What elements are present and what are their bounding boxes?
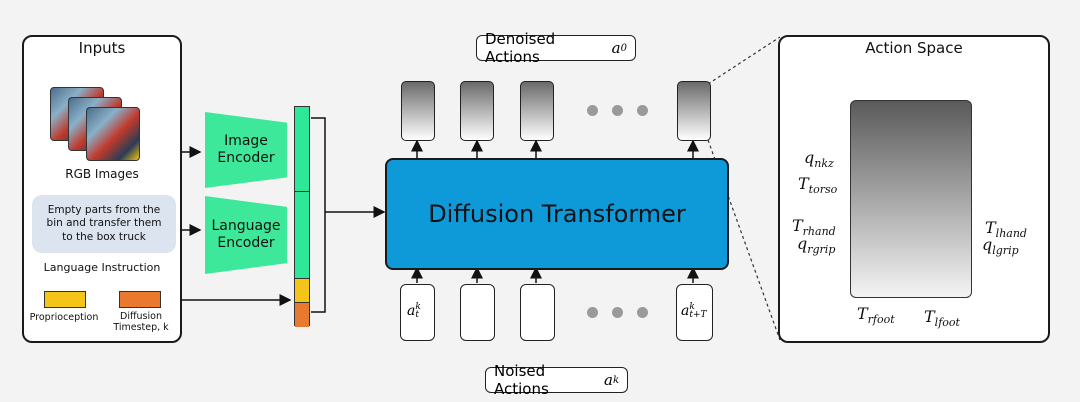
image-encoder-line1: Image (224, 133, 268, 150)
robot-action-last (677, 81, 711, 141)
symbol-qnkz: qnkz (804, 148, 834, 171)
robot-photo (850, 100, 972, 298)
noise-card-3 (520, 284, 555, 341)
noise-card-2 (460, 284, 495, 341)
diffusion-transformer: Diffusion Transformer (385, 158, 729, 270)
timestep-swatch (119, 291, 161, 308)
ellipsis-dot (587, 105, 598, 116)
noise-last-base: a (681, 303, 690, 320)
proprioception-label: Proprioception (29, 312, 99, 323)
noise-last-sup: k (689, 302, 695, 312)
noise-first-base: a (407, 303, 416, 320)
symbol-trhand: Trhand (792, 216, 836, 239)
rgb-images-label: RGB Images (65, 167, 139, 181)
noised-sub: k (612, 374, 619, 386)
inputs-title: Inputs (78, 39, 126, 57)
token-language (295, 192, 309, 279)
symbol-tlfoot: Tlfoot (924, 307, 960, 330)
symbol-qlgrip: qlgrip (982, 235, 1019, 258)
token-timestep (295, 303, 309, 327)
token-proprioception (295, 279, 309, 303)
symbol-ttorso: Ttorso (798, 174, 838, 197)
denoised-sub: 0 (620, 42, 627, 54)
ellipsis-dot (612, 105, 623, 116)
rgb-image-3 (86, 107, 140, 161)
denoised-text: Denoised Actions (485, 30, 556, 66)
denoised-symbol: a (611, 39, 621, 57)
ellipsis-dot (637, 105, 648, 116)
inputs-panel: Inputs RGB Images Empty parts from the b… (22, 35, 182, 343)
symbol-qrgrip: qrgrip (797, 234, 836, 257)
robot-action-3 (520, 81, 554, 141)
noised-text: Noised Actions (494, 362, 549, 398)
action-space-panel: Action Space (778, 35, 1050, 343)
action-space-title: Action Space (865, 39, 963, 57)
ellipsis-dot (612, 307, 623, 318)
symbol-trfoot: Trfoot (857, 304, 895, 327)
image-encoder-line2: Encoder (217, 150, 275, 166)
language-encoder-line2: Encoder (217, 235, 275, 251)
language-instruction-label: Language Instruction (43, 261, 161, 274)
ellipsis-dot (587, 307, 598, 318)
transformer-label: Diffusion Transformer (428, 200, 686, 228)
ellipsis-dot (637, 307, 648, 318)
language-encoder-line1: Language (211, 218, 281, 235)
instruction-text-box: Empty parts from the bin and transfer th… (32, 195, 176, 253)
robot-action-2 (460, 81, 494, 141)
robot-action-1 (401, 81, 435, 141)
noise-first-sup: k (415, 302, 421, 312)
noise-last-sub: t+T (689, 310, 707, 321)
proprioception-swatch (44, 291, 86, 308)
timestep-label: Diffusion Timestep, k (113, 311, 169, 334)
noise-first-sub: t (415, 310, 419, 321)
token-image (295, 107, 309, 192)
symbol-tlhand: Tlhand (985, 218, 1027, 241)
noised-symbol: a (603, 371, 613, 389)
token-column (294, 106, 310, 327)
